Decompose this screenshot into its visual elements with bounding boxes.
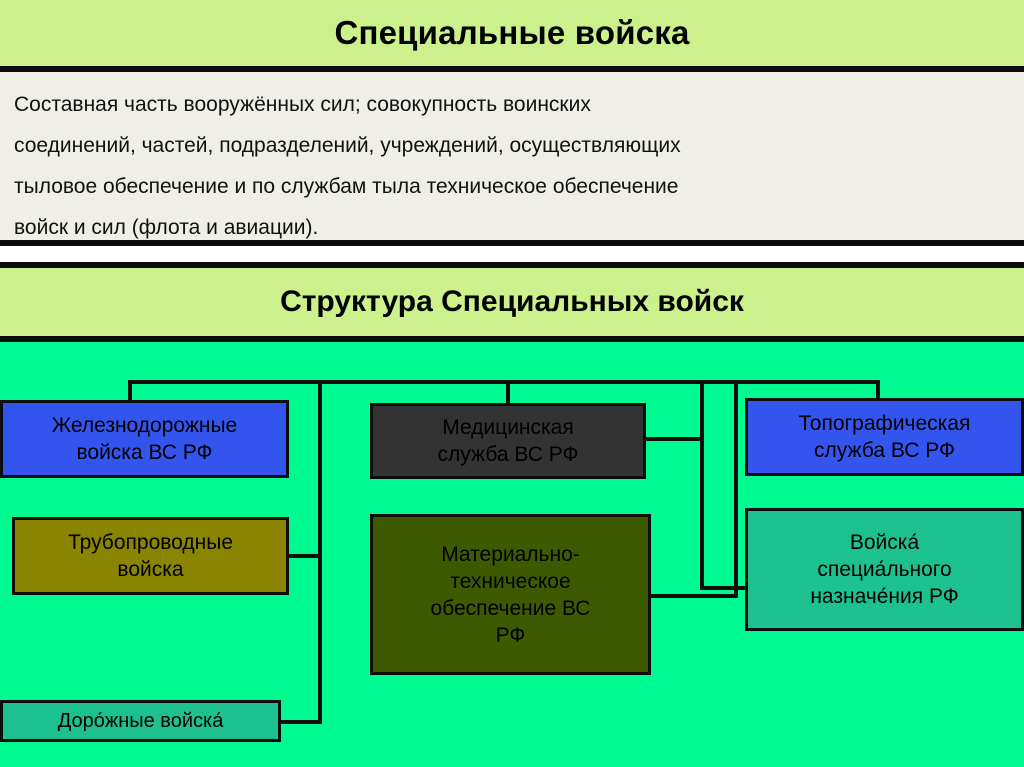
description-line-3: тыловое обеспечение и по службам тыла те… [14,175,679,198]
node-railway-troops[interactable]: Железнодорожные войска ВС РФ [0,400,289,478]
connector-trunk-mto [734,380,738,598]
node-material-technical-support-line-3: обеспечение ВС [430,596,591,620]
connector-branch-road [278,720,322,724]
divider-under-title [0,66,1024,72]
connector-branch-special-forces [700,586,748,590]
divider-above-section-banner [0,262,1024,268]
node-road-troops-line-1: Доро́жные войска́ [57,709,224,732]
node-material-technical-support-line-1: Материально- [441,542,580,566]
node-pipeline-troops-line-2: войска [117,558,184,581]
node-material-technical-support-line-2: техническое [450,569,571,593]
node-material-technical-support-line-4: РФ [495,623,526,647]
connector-trunk-right [700,380,704,590]
node-material-technical-support[interactable]: Материально- техническое обеспечение ВС … [370,514,651,675]
connector-drop-medical [506,380,510,406]
node-medical-service-line-2: служба ВС РФ [437,443,579,466]
section-title: Структура Специальных войск [280,285,744,318]
org-chart: Железнодорожные войска ВС РФ Трубопровод… [0,342,1024,767]
node-special-forces-line-2: специа́льного [817,558,952,581]
connector-branch-mto [648,594,738,598]
description-line-1: Составная часть вооружённых сил; совокуп… [14,93,591,116]
connector-branch-pipeline [286,554,322,558]
description-panel: Составная часть вооружённых сил; совокуп… [0,72,1024,240]
divider-under-section-banner [0,336,1024,342]
node-special-forces[interactable]: Войска́ специа́льного назначе́ния РФ [745,508,1024,631]
node-railway-troops-line-1: Железнодорожные [51,414,238,437]
connector-drop-topographic [876,380,880,402]
connector-trunk-left [318,380,322,724]
node-road-troops[interactable]: Доро́жные войска́ [0,700,281,742]
node-medical-service[interactable]: Медицинская служба ВС РФ [370,403,646,479]
divider-under-description [0,240,1024,246]
description-line-2: соединений, частей, подразделений, учреж… [14,134,681,157]
connector-branch-medical-right [642,437,704,441]
node-topographic-service[interactable]: Топографическая служба ВС РФ [745,398,1024,476]
node-medical-service-line-1: Медицинская [442,416,574,439]
node-railway-troops-line-2: войска ВС РФ [76,441,213,464]
title-banner: Специальные войска [0,0,1024,66]
connector-main-bus [128,380,880,384]
node-pipeline-troops-line-1: Трубопроводные [67,531,234,554]
node-pipeline-troops[interactable]: Трубопроводные войска [12,517,289,595]
node-topographic-service-line-2: служба ВС РФ [814,439,955,462]
section-banner: Структура Специальных войск [0,268,1024,336]
page-title: Специальные войска [334,14,690,51]
connector-drop-railway [128,380,132,404]
node-special-forces-line-3: назначе́ния РФ [810,585,959,608]
node-topographic-service-line-1: Топографическая [798,412,971,435]
description-line-4: войск и сил (флота и авиации). [14,216,319,239]
node-special-forces-line-1: Войска́ [849,531,920,554]
